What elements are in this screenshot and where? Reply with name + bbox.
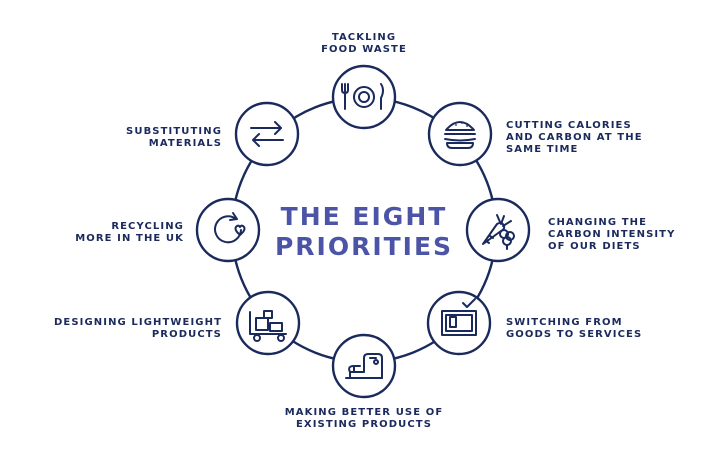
label-line: SUBSTITUTING [126,126,222,137]
label-calories-carbon: CUTTING CALORIES AND CARBON AT THE SAME … [506,120,643,156]
label-line: MORE IN THE UK [75,233,184,244]
label-line: CARBON INTENSITY [548,229,676,240]
label-line: FOOD WASTE [321,44,407,55]
node-services [426,290,492,356]
label-services: SWITCHING FROM GOODS TO SERVICES [506,317,642,341]
center-title: THE EIGHT PRIORITIES [264,202,464,262]
label-line: OF OUR DIETS [548,241,641,252]
node-lightweight [235,290,301,356]
label-food-waste: TACKLING FOOD WASTE [314,32,414,56]
label-recycling: RECYCLING MORE IN THE UK [40,221,184,245]
label-line: DESIGNING LIGHTWEIGHT [54,317,222,328]
burger-icon [444,121,476,149]
label-line: CHANGING THE [548,217,648,228]
plate-cutlery-icon [341,83,384,110]
swap-arrows-icon [250,121,284,147]
label-line: AND CARBON AT THE [506,132,643,143]
carrot-broccoli-icon [482,214,515,250]
node-food-waste [331,64,397,130]
screen-checkmark-icon [441,298,477,336]
label-line: GOODS TO SERVICES [506,329,643,340]
node-calories-carbon [427,101,493,167]
label-diets: CHANGING THE CARBON INTENSITY OF OUR DIE… [548,217,675,253]
label-line: TACKLING [331,32,397,43]
center-title-line-2: PRIORITIES [274,232,454,261]
label-line: PRODUCTS [151,329,222,340]
label-lightweight: DESIGNING LIGHTWEIGHT PRODUCTS [40,317,222,341]
label-line: MAKING BETTER USE OF [284,407,444,418]
trolley-boxes-icon [249,310,287,342]
label-line: EXISTING PRODUCTS [295,419,433,430]
label-line: MATERIALS [148,138,222,149]
label-materials: SUBSTITUTING MATERIALS [100,126,222,150]
label-existing-products: MAKING BETTER USE OF EXISTING PRODUCTS [264,407,464,431]
label-line: SWITCHING FROM [506,317,623,328]
label-line: SAME TIME [506,144,579,155]
node-materials [234,101,300,167]
center-title-line-1: THE EIGHT [280,202,448,231]
label-line: RECYCLING [111,221,184,232]
node-existing-products [331,333,397,399]
label-line: CUTTING CALORIES [506,120,632,131]
recycle-heart-icon [214,212,246,244]
sewing-machine-icon [345,353,383,379]
node-recycling [195,197,261,263]
node-diets [465,197,531,263]
